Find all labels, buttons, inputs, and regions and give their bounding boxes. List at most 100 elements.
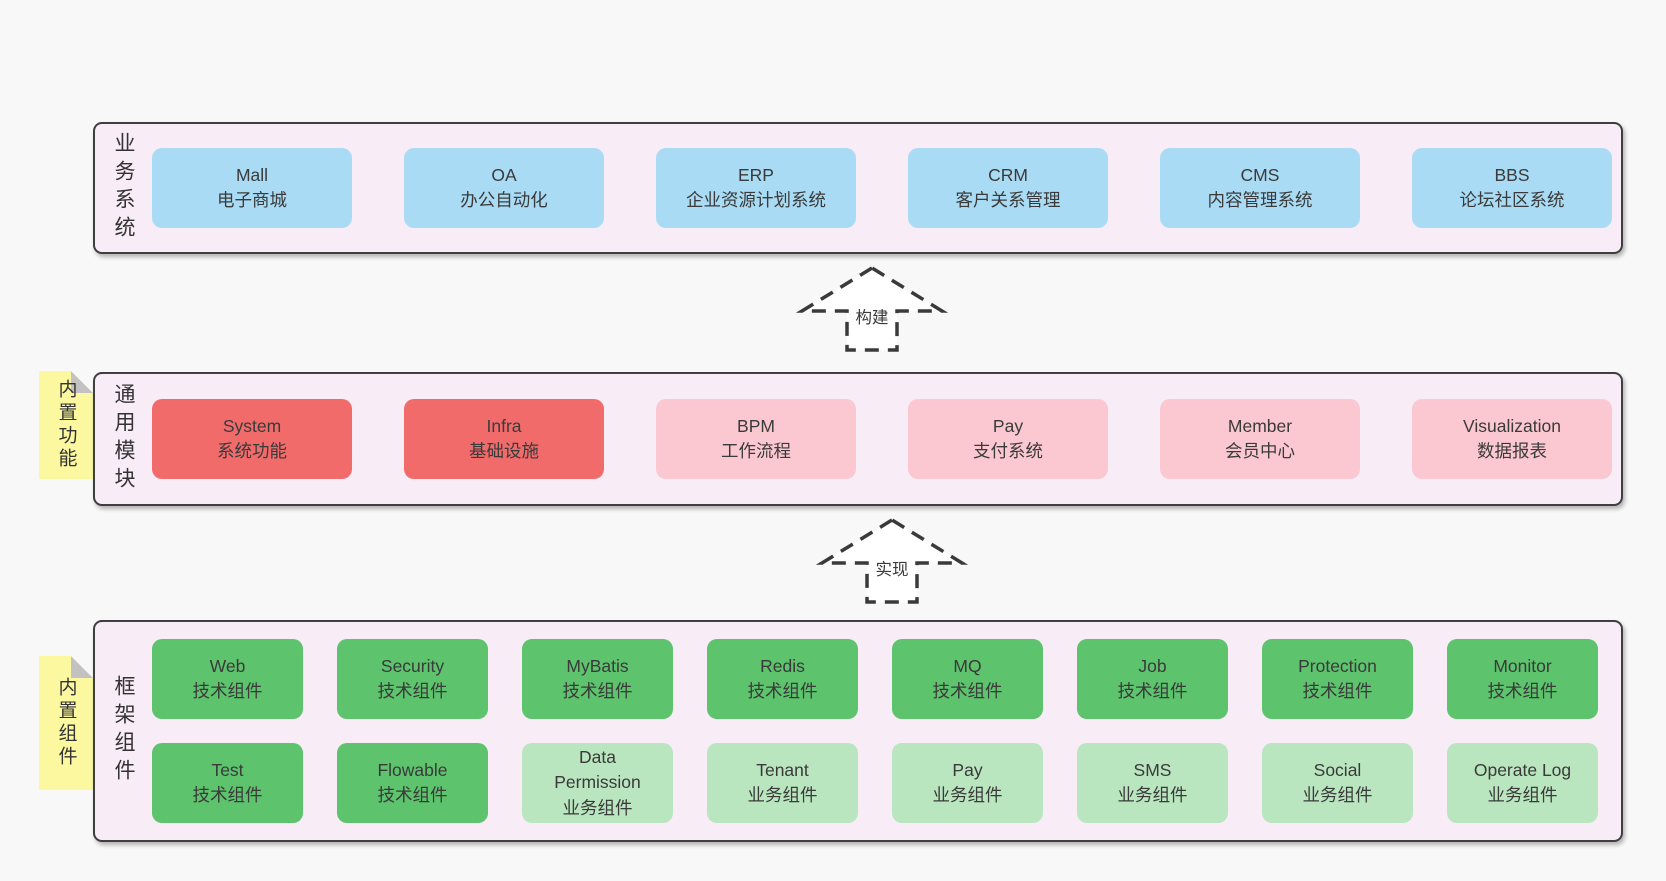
- box-title: Operate Log: [1473, 759, 1572, 780]
- box-mybatis: MyBatis 技术组件: [522, 639, 673, 719]
- box-title: Flowable: [377, 759, 448, 780]
- layer-panel-common-modules: 通用模块 System 系统功能 Infra 基础设施 BPM 工作流程 Pay 支付系统 Me…: [93, 372, 1623, 506]
- box-subtitle: 企业资源计划系统: [686, 190, 826, 210]
- box-subtitle: 基础设施: [469, 441, 539, 461]
- box-subtitle: 业务组件: [747, 785, 818, 805]
- folded-corner-icon: [71, 656, 93, 678]
- box-redis: Redis 技术组件: [707, 639, 858, 719]
- layer-side-label: 框架组件: [112, 675, 135, 787]
- box-subtitle: 办公自动化: [460, 190, 548, 210]
- box-flowable: Flowable 技术组件: [337, 743, 488, 823]
- box-mq: MQ 技术组件: [892, 639, 1043, 719]
- box-title: CMS: [1240, 164, 1280, 185]
- box-title: MyBatis: [566, 655, 629, 676]
- box-title: Member: [1227, 415, 1293, 436]
- box-subtitle: 支付系统: [973, 441, 1043, 461]
- box-erp: ERP 企业资源计划系统: [656, 148, 856, 228]
- layer-side-label: 业务系统: [112, 132, 135, 244]
- box-title: Data Permission: [554, 746, 641, 793]
- box-title: CRM: [988, 164, 1028, 185]
- box-title: MQ: [953, 655, 982, 676]
- box-title: Social: [1313, 759, 1362, 780]
- box-subtitle: 业务组件: [932, 785, 1003, 805]
- box-bbs: BBS 论坛社区系统: [1412, 148, 1612, 228]
- box-title: Protection: [1298, 655, 1377, 676]
- box-bpm: BPM 工作流程: [656, 399, 856, 479]
- box-protection: Protection 技术组件: [1262, 639, 1413, 719]
- box-subtitle: 业务组件: [1487, 785, 1558, 805]
- box-subtitle: 技术组件: [747, 681, 818, 701]
- box-title: Infra: [486, 415, 522, 436]
- box-subtitle: 业务组件: [1302, 785, 1373, 805]
- box-title: Web: [209, 655, 246, 676]
- box-title: System: [222, 415, 282, 436]
- box-title: Pay: [952, 759, 983, 780]
- implement-arrow: 实现: [815, 517, 969, 604]
- box-title: Test: [211, 759, 244, 780]
- box-subtitle: 技术组件: [1487, 681, 1558, 701]
- box-subtitle: 会员中心: [1225, 441, 1295, 461]
- box-subtitle: 技术组件: [192, 785, 263, 805]
- box-subtitle: 工作流程: [721, 441, 791, 461]
- box-subtitle: 技术组件: [1302, 681, 1373, 701]
- box-subtitle: 电子商城: [217, 190, 287, 210]
- box-data-permission: Data Permission 业务组件: [522, 743, 673, 823]
- box-subtitle: 业务组件: [562, 797, 633, 818]
- box-monitor: Monitor 技术组件: [1447, 639, 1598, 719]
- layer-side-label: 通用模块: [112, 383, 135, 495]
- build-arrow-label: 构建: [851, 304, 893, 328]
- box-title: Pay: [992, 415, 1024, 436]
- box-test: Test 技术组件: [152, 743, 303, 823]
- sticky-tag-label: 内置组件: [55, 677, 77, 769]
- box-subtitle: 业务组件: [1117, 785, 1188, 805]
- box-subtitle: 技术组件: [192, 681, 263, 701]
- box-pay: Pay 支付系统: [908, 399, 1108, 479]
- box-title: OA: [491, 164, 517, 185]
- box-title: Mall: [235, 164, 269, 185]
- box-subtitle: 技术组件: [562, 681, 633, 701]
- box-subtitle: 系统功能: [217, 441, 287, 461]
- box-title: BBS: [1494, 164, 1530, 185]
- module-row: System 系统功能 Infra 基础设施 BPM 工作流程 Pay 支付系统 Member 会…: [152, 399, 1612, 479]
- box-mall: Mall 电子商城: [152, 148, 352, 228]
- box-title: SMS: [1133, 759, 1172, 780]
- sticky-tag-builtin-functions: 内置功能: [39, 371, 93, 479]
- build-arrow: 构建: [795, 265, 949, 352]
- box-system: System 系统功能: [152, 399, 352, 479]
- box-subtitle: 技术组件: [1117, 681, 1188, 701]
- box-subtitle: 内容管理系统: [1207, 190, 1313, 210]
- box-web: Web 技术组件: [152, 639, 303, 719]
- sticky-tag-label: 内置功能: [55, 379, 77, 471]
- box-subtitle: 技术组件: [932, 681, 1003, 701]
- box-oa: OA 办公自动化: [404, 148, 604, 228]
- box-title: BPM: [737, 415, 775, 436]
- box-title: Redis: [760, 655, 805, 676]
- box-subtitle: 数据报表: [1477, 441, 1547, 461]
- box-pay: Pay 业务组件: [892, 743, 1043, 823]
- box-title: Security: [380, 655, 445, 676]
- layer-box-area: System 系统功能 Infra 基础设施 BPM 工作流程 Pay 支付系统 Member 会…: [152, 374, 1612, 504]
- implement-arrow-label: 实现: [871, 556, 913, 580]
- box-title: Visualization: [1463, 415, 1561, 436]
- box-social: Social 业务组件: [1262, 743, 1413, 823]
- box-cms: CMS 内容管理系统: [1160, 148, 1360, 228]
- box-infra: Infra 基础设施: [404, 399, 604, 479]
- sticky-tag-builtin-components: 内置组件: [39, 656, 93, 790]
- box-member: Member 会员中心: [1160, 399, 1360, 479]
- box-title: ERP: [738, 164, 774, 185]
- box-title: Monitor: [1493, 655, 1552, 676]
- box-subtitle: 技术组件: [377, 785, 448, 805]
- box-visualization: Visualization 数据报表: [1412, 399, 1612, 479]
- box-subtitle: 论坛社区系统: [1459, 190, 1565, 210]
